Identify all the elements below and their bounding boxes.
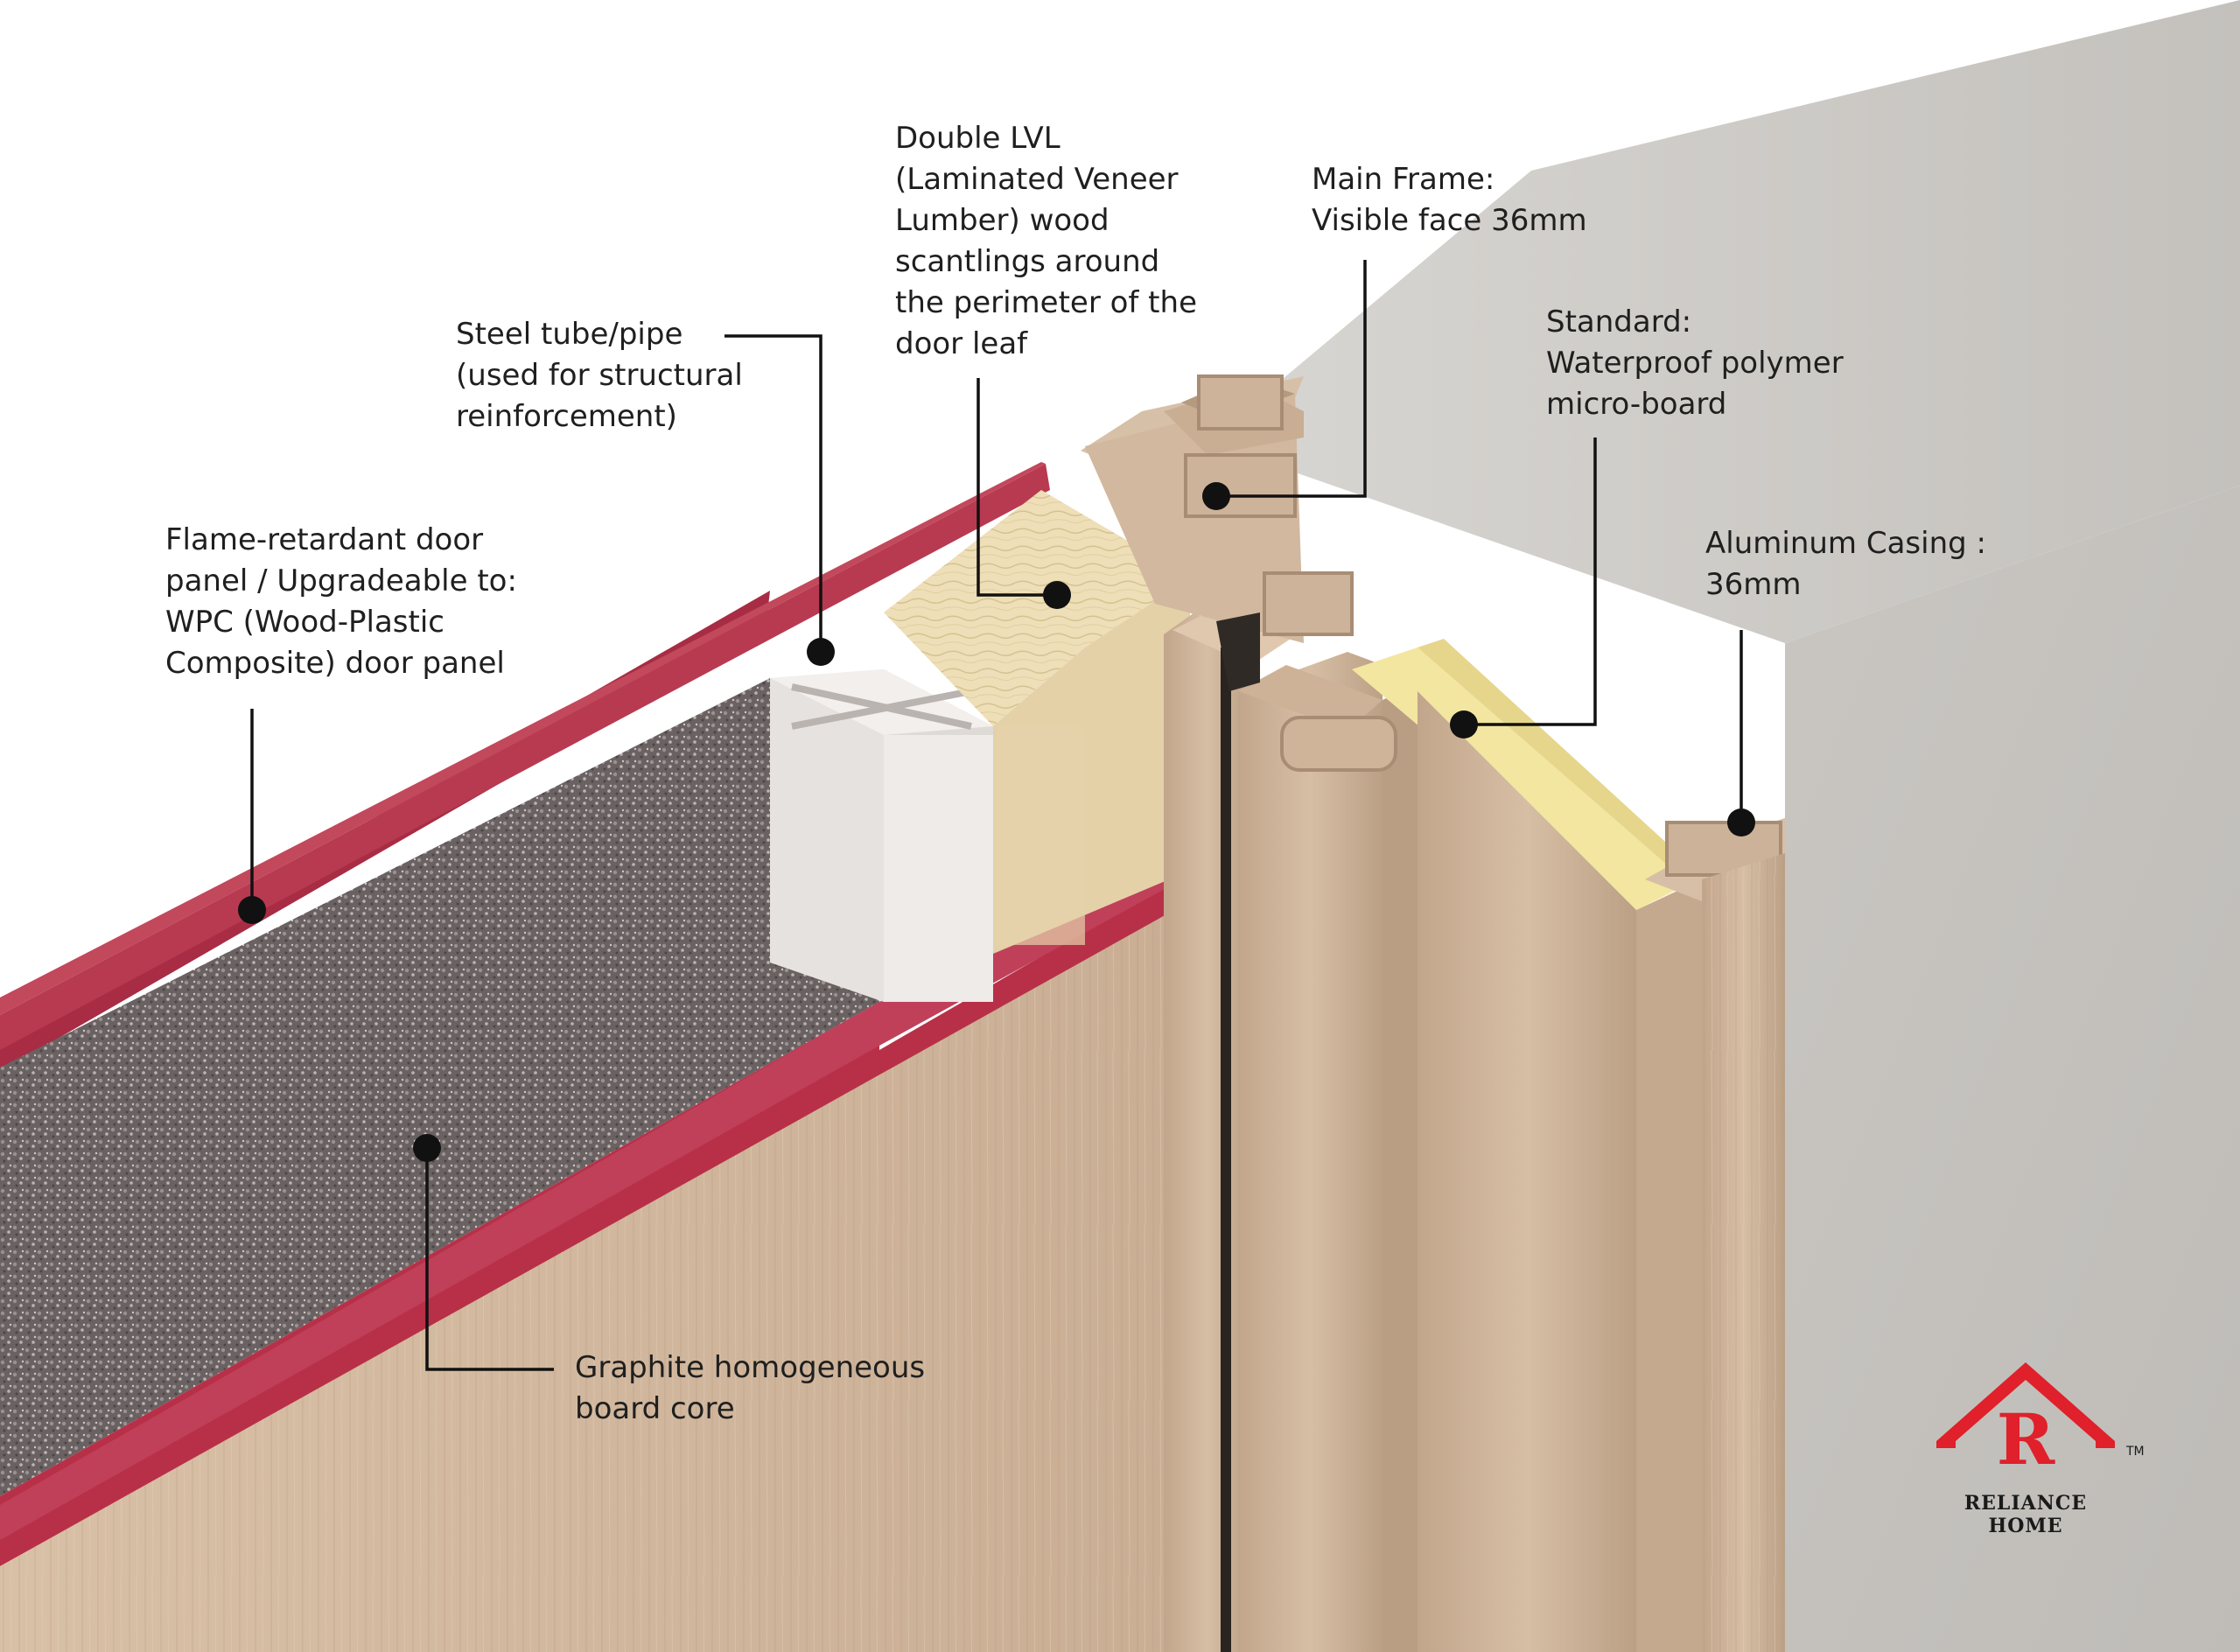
label-line: Composite) door panel — [165, 646, 505, 681]
leader-dots — [238, 482, 1755, 1162]
dot-aluminum — [1727, 808, 1755, 836]
label-line: the perimeter of the — [895, 285, 1197, 320]
label-line: Graphite homogeneous — [575, 1350, 926, 1385]
dot-flame-panel — [238, 896, 266, 924]
logo-line1: RELIANCE — [1964, 1492, 2088, 1515]
label-micro-board: Standard: Waterproof polymer micro-board — [1546, 302, 1844, 425]
label-line: Lumber) wood — [895, 203, 1110, 238]
label-line: 36mm — [1705, 567, 1802, 602]
label-line: board core — [575, 1391, 735, 1426]
label-line: Flame-retardant door — [165, 522, 484, 557]
label-line: Steel tube/pipe — [456, 317, 683, 352]
logo-line2: HOME — [1988, 1515, 2063, 1537]
label-aluminum: Aluminum Casing : 36mm — [1705, 523, 1986, 606]
door-leaf — [0, 462, 1190, 1652]
leader-lvl — [976, 378, 1057, 597]
label-line: micro-board — [1546, 387, 1727, 422]
leader-graphite — [425, 1148, 554, 1371]
label-flame-panel: Flame-retardant door panel / Upgradeable… — [165, 520, 517, 684]
leader-lines — [250, 260, 1743, 1371]
leader-steel-tube — [724, 334, 822, 652]
label-main-frame: Main Frame: Visible face 36mm — [1312, 159, 1587, 242]
label-line: Waterproof polymer — [1546, 346, 1844, 381]
leader-micro-board — [1464, 438, 1597, 726]
dot-graphite — [413, 1134, 441, 1162]
label-line: Visible face 36mm — [1312, 203, 1587, 238]
label-line: (used for structural — [456, 358, 743, 393]
label-line: Double LVL — [895, 121, 1060, 156]
dot-lvl — [1043, 581, 1071, 609]
dot-micro-board — [1450, 710, 1478, 738]
label-line: (Laminated Veneer — [895, 162, 1179, 197]
logo-letter: R — [1997, 1398, 2055, 1480]
aluminum-casing — [1645, 818, 1785, 1652]
main-frame — [1081, 374, 1418, 1652]
logo-roof-icon: R TM — [1936, 1362, 2145, 1480]
label-line: Standard: — [1546, 304, 1692, 340]
label-line: Aluminum Casing : — [1705, 526, 1986, 561]
label-line: scantlings around — [895, 244, 1160, 279]
label-graphite: Graphite homogeneous board core — [575, 1348, 925, 1430]
label-line: WPC (Wood-Plastic — [165, 605, 444, 640]
label-line: door leaf — [895, 326, 1028, 361]
leader-main-frame — [1216, 260, 1367, 498]
outer-jamb-face — [1418, 691, 1702, 1652]
dot-steel-tube — [807, 638, 835, 666]
dot-main-frame — [1202, 482, 1230, 510]
lvl-scantling — [884, 490, 1190, 954]
concrete-wall — [1208, 0, 2240, 1652]
label-line: Main Frame: — [1312, 162, 1495, 197]
logo-tm: TM — [2125, 1445, 2145, 1459]
label-steel-tube: Steel tube/pipe (used for structural rei… — [456, 314, 743, 438]
label-line: panel / Upgradeable to: — [165, 564, 517, 598]
label-line: reinforcement) — [456, 399, 677, 434]
steel-tube — [770, 669, 993, 1002]
label-lvl: Double LVL (Laminated Veneer Lumber) woo… — [895, 118, 1197, 365]
reliance-home-logo: R TM RELIANCE HOME — [1921, 1361, 2157, 1544]
